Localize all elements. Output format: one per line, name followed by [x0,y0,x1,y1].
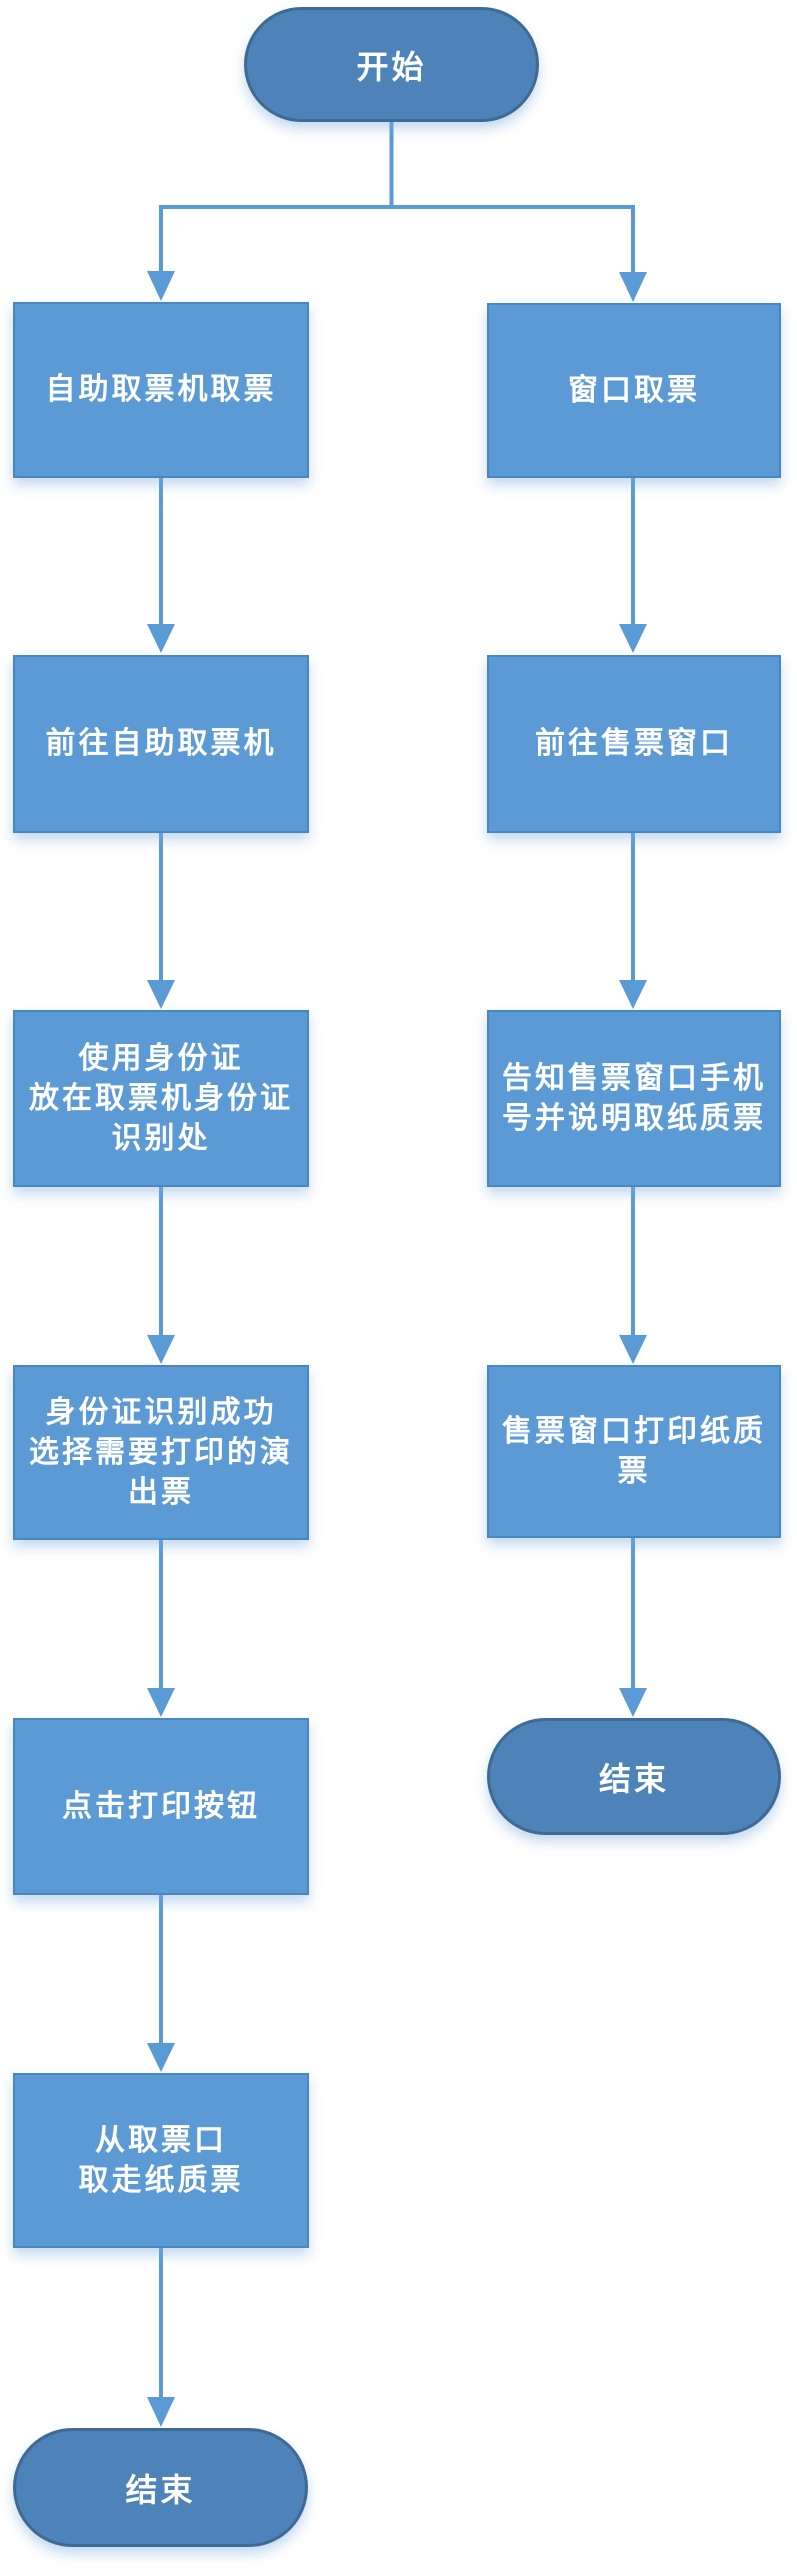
edge-right4-rightend [619,1538,647,1717]
node-label: 身份证识别成功 选择需要打印的演 出票 [29,1395,293,1509]
end-node-left: 结束 [13,2428,308,2547]
node-label: 前往售票窗口 [535,727,733,760]
start-node-label: 开始 [356,48,427,85]
process-node-id-recognized-select-ticket: 身份证识别成功 选择需要打印的演 出票 [13,1365,309,1540]
node-label: 自助取票机取票 [45,373,277,406]
edge-left1-left2 [147,478,175,653]
process-node-self-service-pickup: 自助取票机取票 [13,302,309,478]
node-label: 售票窗口打印纸质 票 [502,1414,766,1488]
edge-right2-right3 [619,833,647,1009]
edge-left2-left3 [147,833,175,1009]
node-label: 使用身份证 放在取票机身份证 识别处 [29,1041,293,1155]
node-label: 告知售票窗口手机 号并说明取纸质票 [502,1061,766,1135]
edge-start-split [147,121,647,302]
process-node-go-to-window: 前往售票窗口 [487,655,781,833]
end-node-label: 结束 [598,1760,669,1797]
process-node-go-to-machine: 前往自助取票机 [13,655,309,833]
edge-left6-leftend [147,2248,175,2427]
node-label: 从取票口 取走纸质票 [78,2123,244,2197]
edge-left4-left5 [147,1540,175,1717]
process-node-window-pickup: 窗口取票 [487,303,781,478]
end-node-label: 结束 [125,2471,196,2508]
edge-right1-right2 [619,478,647,653]
edge-right3-right4 [619,1187,647,1364]
process-node-tell-phone-number: 告知售票窗口手机 号并说明取纸质票 [487,1010,781,1187]
node-label: 前往自助取票机 [45,727,277,760]
end-node-right: 结束 [487,1718,781,1835]
process-node-take-paper-ticket: 从取票口 取走纸质票 [13,2073,309,2248]
process-node-use-id-card: 使用身份证 放在取票机身份证 识别处 [13,1010,309,1187]
node-label: 窗口取票 [568,373,700,407]
start-node: 开始 [244,7,539,122]
node-label: 点击打印按钮 [62,1789,260,1823]
edge-left5-left6 [147,1895,175,2072]
process-node-click-print: 点击打印按钮 [13,1718,309,1895]
edge-left3-left4 [147,1187,175,1364]
process-node-window-prints-ticket: 售票窗口打印纸质 票 [487,1365,781,1538]
